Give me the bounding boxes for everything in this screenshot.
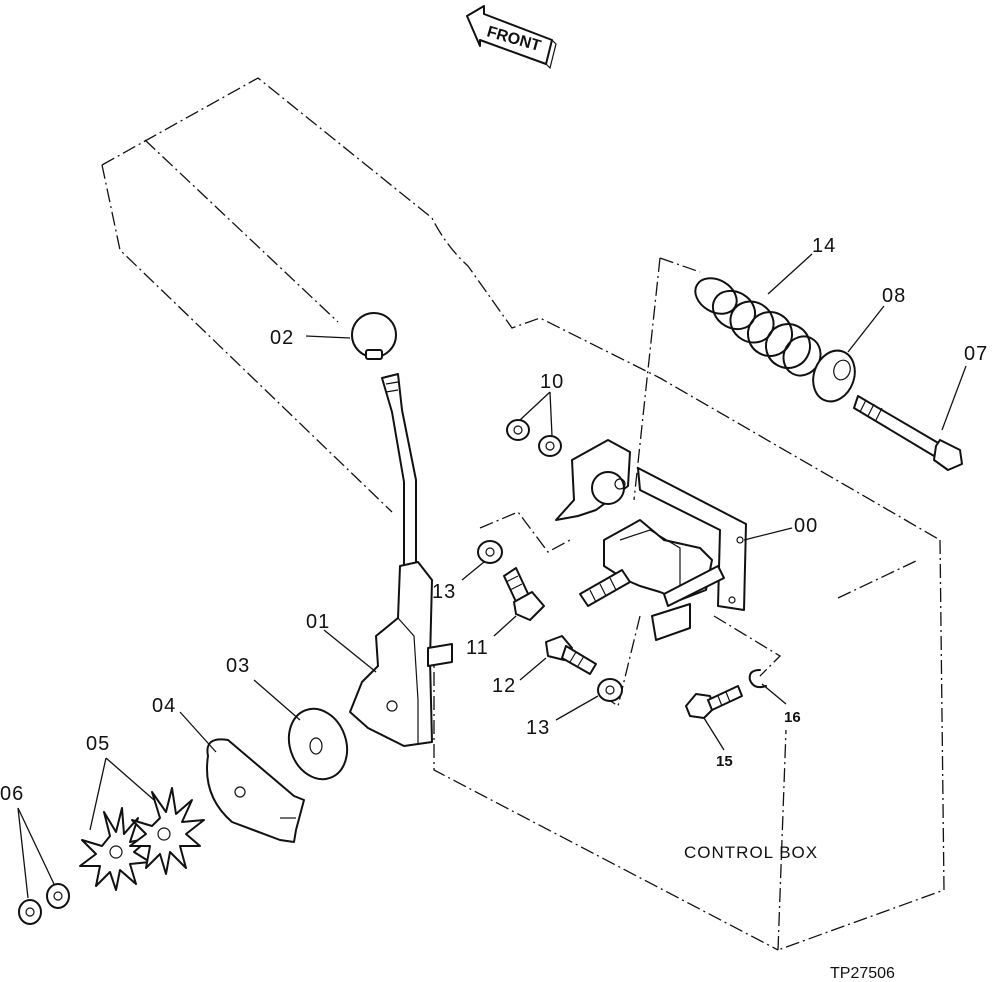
figure-id: TP27506 xyxy=(830,965,895,982)
part-05-star-washers xyxy=(79,787,205,891)
callout-03: 03 xyxy=(226,655,250,677)
callout-14: 14 xyxy=(812,235,836,257)
callout-11: 11 xyxy=(466,637,489,659)
part-00-bracket xyxy=(555,439,747,641)
part-13-nut-upper xyxy=(477,540,503,564)
part-16-ring xyxy=(748,669,767,689)
callout-04: 04 xyxy=(152,695,176,717)
callout-01: 01 xyxy=(306,611,330,633)
part-10-nuts xyxy=(506,419,562,457)
part-04-plate xyxy=(206,738,305,843)
callout-08: 08 xyxy=(882,285,906,307)
callout-12: 12 xyxy=(492,675,516,697)
part-12-bolt xyxy=(545,635,597,675)
callout-02: 02 xyxy=(270,327,294,349)
part-02-knob xyxy=(351,312,397,360)
part-13-nut-lower xyxy=(597,678,623,702)
callout-15: 15 xyxy=(716,753,733,770)
callout-05: 05 xyxy=(86,733,110,755)
front-arrow: FRONT xyxy=(466,5,557,70)
callout-13-upper: 13 xyxy=(432,581,456,603)
control-box-label: CONTROL BOX xyxy=(684,843,818,862)
callout-16: 16 xyxy=(784,709,801,726)
callout-10: 10 xyxy=(540,371,564,393)
part-11-bolt xyxy=(503,567,545,621)
callout-13-lower: 13 xyxy=(526,717,550,739)
leader-lines xyxy=(17,253,967,899)
part-15-bolt xyxy=(685,685,743,719)
part-01-lever xyxy=(349,373,453,747)
part-03-washer xyxy=(287,707,349,781)
part-07-bolt xyxy=(853,395,963,471)
callout-06: 06 xyxy=(0,783,24,805)
part-08-washer xyxy=(812,349,856,403)
part-14-spring xyxy=(694,277,822,377)
callout-07: 07 xyxy=(964,343,988,365)
callout-labels: 00 01 02 03 04 05 06 07 08 10 11 12 13 1… xyxy=(0,235,988,805)
part-06-nuts xyxy=(18,883,70,925)
callout-00: 00 xyxy=(794,515,818,537)
